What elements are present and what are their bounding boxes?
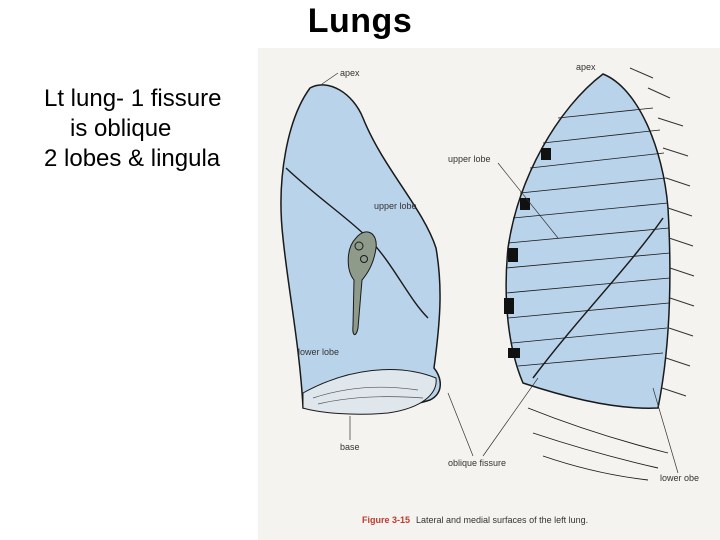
rib-ends [504,148,551,358]
vertebrae [629,67,695,397]
label-upper-lobe-lateral: upper lobe [448,154,491,164]
rib-lines [505,107,671,367]
label-apex-lateral: apex [576,62,596,72]
lung-base [302,369,437,415]
lung-figure: apex apex upper lobe upper lobe lower lo… [258,48,720,540]
hilum [347,231,377,335]
lung-illustration: apex apex upper lobe upper lobe lower lo… [280,62,699,525]
label-lower-lobe-medial: lower lobe [298,347,339,357]
label-apex-medial: apex [340,68,360,78]
label-lower-lobe-lateral: lower obe [660,473,699,483]
figure-caption-number: Figure 3-15 [362,515,410,525]
bullet-line-2: is oblique [70,115,172,142]
bullet-line-3: 2 lobes & lingula [44,145,221,172]
slide-title: Lungs [307,2,413,40]
label-upper-lobe-medial: upper lobe [374,201,417,211]
figure-caption-text: Lateral and medial surfaces of the left … [416,515,588,525]
bullet-list: Lt lung- 1 fissure is oblique 2 lobes & … [44,84,221,174]
label-oblique-fissure: oblique fissure [448,458,506,468]
bullet-line-1: Lt lung- 1 fissure [44,85,222,112]
label-base: base [340,442,360,452]
